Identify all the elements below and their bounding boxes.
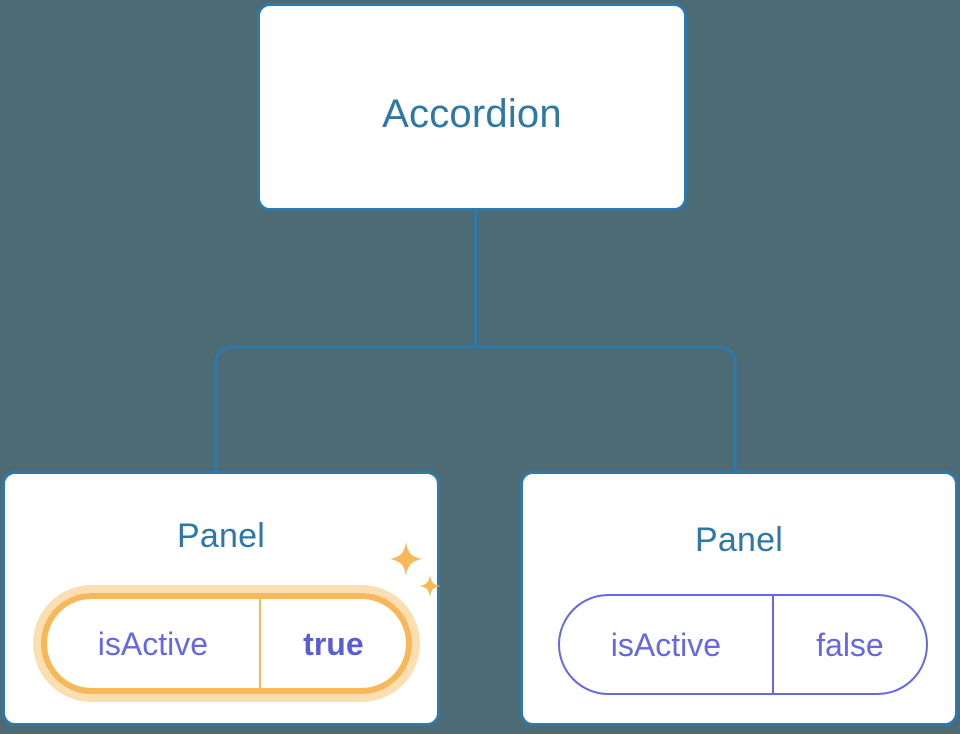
prop-key-isactive: isActive [97,625,209,662]
node-panel-active[interactable]: Panel isActive true [2,471,440,726]
prop-divider [771,596,774,693]
prop-value-false: false [816,626,884,663]
prop-divider [258,599,261,688]
node-panel-active-title: Panel [177,517,265,555]
prop-key-isactive: isActive [610,626,722,663]
node-accordion-title: Accordion [382,92,562,136]
node-panel-inactive[interactable]: Panel isActive false [520,471,958,726]
connector-branch-right [475,345,737,471]
connector-branch-left [214,345,476,471]
node-accordion[interactable]: Accordion [257,3,687,211]
prop-pill-isactive-false[interactable]: isActive false [558,594,928,695]
prop-pill-isactive-true[interactable]: isActive true [41,593,412,694]
prop-value-true: true [303,625,364,662]
node-panel-inactive-title: Panel [695,521,783,559]
